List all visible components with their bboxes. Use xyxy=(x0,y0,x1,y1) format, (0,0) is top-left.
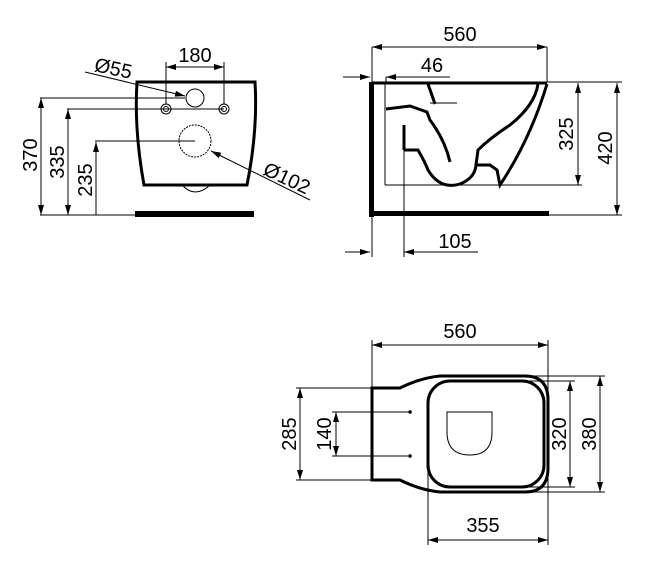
dim-105: 105 xyxy=(438,231,471,253)
side-floor-bar xyxy=(372,211,549,216)
dim-325: 325 xyxy=(556,117,578,150)
dim-370: 370 xyxy=(20,138,42,171)
inlet-hole xyxy=(185,88,205,108)
dim-46: 46 xyxy=(421,55,443,77)
front-view: 180 Ø55 Ø102 370 335 235 xyxy=(20,45,313,217)
dim-180: 180 xyxy=(178,45,211,67)
dim-outlet-diameter: Ø102 xyxy=(260,159,314,200)
dim-top-560: 560 xyxy=(443,321,476,343)
dim-235: 235 xyxy=(75,163,97,196)
top-view: 560 285 140 320 380 355 xyxy=(279,321,605,545)
dim-320: 320 xyxy=(549,417,571,450)
dim-285: 285 xyxy=(279,417,301,450)
top-outline xyxy=(370,374,550,494)
seat-outline xyxy=(426,379,546,489)
dim-140: 140 xyxy=(314,417,336,450)
wall xyxy=(369,82,374,217)
dim-380: 380 xyxy=(579,417,601,450)
fixing-hole-bottom xyxy=(408,454,412,458)
dim-335: 335 xyxy=(47,145,69,178)
front-seat-outline xyxy=(182,185,210,193)
side-view: 560 46 325 420 105 xyxy=(343,24,622,257)
front-body-outline xyxy=(134,80,258,187)
dim-355: 355 xyxy=(466,515,499,537)
seat-opening xyxy=(446,411,493,456)
floor-bar xyxy=(135,211,254,217)
dim-side-560: 560 xyxy=(443,24,476,46)
fixing-hole-top xyxy=(408,410,412,414)
dim-inlet-diameter: Ø55 xyxy=(92,54,134,83)
side-bowl-profile xyxy=(385,83,549,189)
dim-420: 420 xyxy=(595,131,617,164)
